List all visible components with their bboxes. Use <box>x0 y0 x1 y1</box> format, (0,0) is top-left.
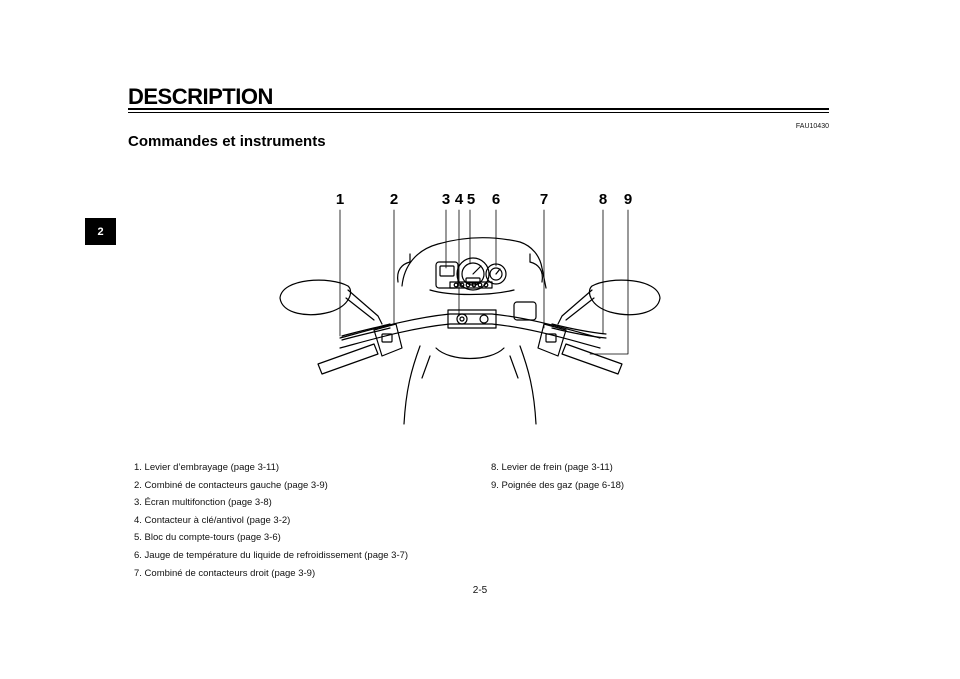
legend-item-1: 1. Levier d’embrayage (page 3-11) <box>134 462 280 473</box>
handlebar-drawing: 1 2 3 4 5 6 7 8 9 <box>279 191 661 425</box>
callout-7: 7 <box>540 191 548 208</box>
callout-8: 8 <box>599 191 607 208</box>
callout-4: 4 <box>455 191 464 208</box>
title-rule <box>128 108 829 110</box>
page-number: 2-5 <box>472 585 488 596</box>
chapter-number: 2 <box>97 225 104 238</box>
handlebar-illustration: 1 2 3 4 5 6 7 8 9 <box>270 178 670 428</box>
chapter-tab: 2 <box>85 218 116 245</box>
callout-6: 6 <box>492 191 500 208</box>
callout-5: 5 <box>467 191 475 208</box>
section-title: DESCRIPTION <box>128 84 273 109</box>
legend-left-column: 1. Levier d’embrayage (page 3-11) 2. Com… <box>134 459 474 582</box>
legend-item-2: 2. Combiné de contacteurs gauche (page 3… <box>134 479 328 491</box>
legend-item-8: 8. Levier de frein (page 3-11) <box>491 462 613 473</box>
subtitle: Commandes et instruments <box>128 133 326 150</box>
legend-item-5: 5. Bloc du compte-tours (page 3-6) <box>134 532 281 544</box>
legend-item-6: 6. Jauge de température du liquide de re… <box>134 549 409 561</box>
legend-item-3: 3. Écran multifonction (page 3-8) <box>134 497 272 509</box>
legend-item-9: 9. Poignée des gaz (page 6-18) <box>491 479 625 491</box>
legend-right-column: 8. Levier de frein (page 3-11) 9. Poigné… <box>491 459 731 494</box>
callout-1: 1 <box>336 191 344 208</box>
callout-9: 9 <box>624 191 632 208</box>
legend-item-4: 4. Contacteur à clé/antivol (page 3-2) <box>134 514 291 526</box>
callout-numbers: 1 2 3 4 5 6 7 8 9 <box>336 191 632 208</box>
callout-2: 2 <box>390 191 398 208</box>
callout-3: 3 <box>442 191 450 208</box>
title-rule-thin <box>128 112 829 113</box>
document-code: FAU10430 <box>795 123 829 130</box>
legend-item-7: 7. Combiné de contacteurs droit (page 3-… <box>134 567 316 579</box>
